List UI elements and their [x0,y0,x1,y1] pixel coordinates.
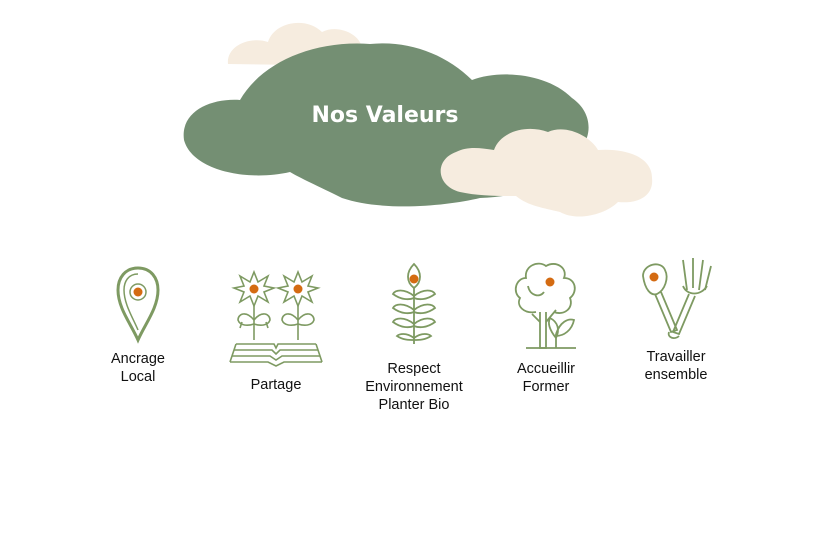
value-label: Accueillir Former [496,360,596,396]
value-label: Respect Environnement Planter Bio [354,360,474,414]
label-line: ensemble [644,367,708,383]
value-item-respect-environnement: Respect Environnement Planter Bio [354,262,474,414]
value-item-partage: Partage [226,262,326,394]
label-line: Respect [387,361,441,377]
value-item-ancrage-local: Ancrage Local [88,264,188,386]
label-line: Environnement [365,379,463,395]
cream-cloud-right [440,128,653,217]
wheat-ear-icon [391,262,437,344]
label-line: Local [120,369,156,385]
label-line: Former [522,379,570,395]
label-line: Travailler [646,349,706,365]
label-line: Partage [250,377,302,393]
title-cloud-group: Nos Valeurs [0,0,814,230]
clouds-illustration [183,22,653,217]
label-line: Planter Bio [378,397,450,413]
page-title: Nos Valeurs [311,103,459,128]
value-label: Ancrage Local [88,350,188,386]
tree-sprout-icon [514,262,576,349]
sunflowers-icon [229,269,323,367]
value-item-accueillir-former: Accueillir Former [496,256,596,396]
value-item-travailler-ensemble: Travailler ensemble [626,256,726,384]
shovel-fork-icon [642,258,712,339]
value-label: Travailler ensemble [626,348,726,384]
value-label: Partage [226,376,326,394]
label-line: Ancrage [110,351,165,367]
label-line: Accueillir [516,361,575,377]
location-pin-icon [116,266,160,344]
